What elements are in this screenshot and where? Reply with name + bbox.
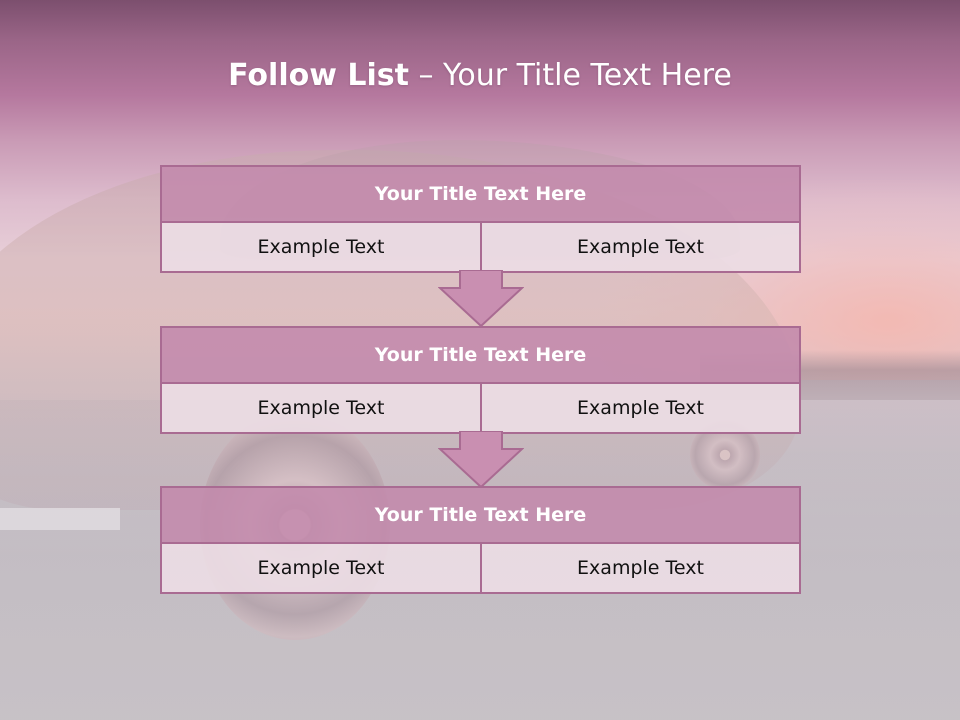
slide-title-rest: – Your Title Text Here (408, 58, 732, 93)
list-item-right-text: Example Text (480, 542, 801, 594)
list-item-right-text: Example Text (480, 221, 801, 273)
down-arrow-icon (438, 270, 524, 328)
list-item: Your Title Text Here Example Text Exampl… (160, 326, 801, 434)
list-item-heading: Your Title Text Here (160, 326, 801, 384)
list-item-right-text: Example Text (480, 382, 801, 434)
down-arrow-icon (438, 431, 524, 489)
list-item-heading: Your Title Text Here (160, 165, 801, 223)
list-item-left-text: Example Text (160, 382, 482, 434)
list-item-heading: Your Title Text Here (160, 486, 801, 544)
list-item-left-text: Example Text (160, 221, 482, 273)
list-item: Your Title Text Here Example Text Exampl… (160, 486, 801, 594)
list-item: Your Title Text Here Example Text Exampl… (160, 165, 801, 273)
background-road-stripe (0, 508, 120, 530)
slide-title: Follow List – Your Title Text Here (0, 54, 960, 98)
list-item-left-text: Example Text (160, 542, 482, 594)
slide-title-bold: Follow List (228, 58, 409, 93)
